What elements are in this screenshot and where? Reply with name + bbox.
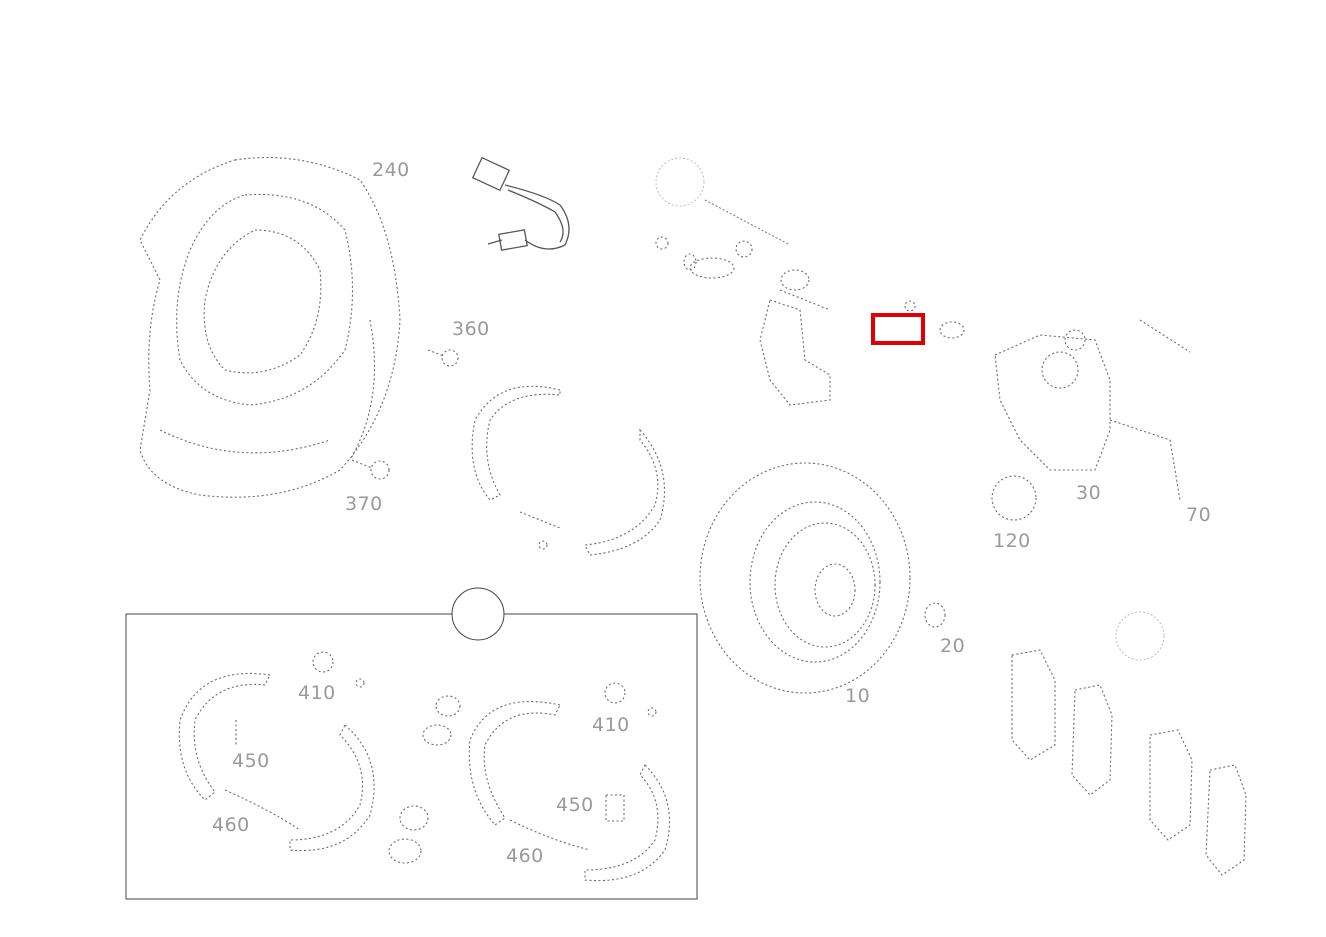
bolt-130[interactable] (655, 236, 669, 250)
brake-shoe-right[interactable] (468, 701, 671, 882)
parking-brake-shoe-lower[interactable] (584, 428, 666, 556)
brake-shoe-left[interactable] (178, 672, 375, 852)
svg-text:10: 10 (845, 685, 870, 707)
svg-text:460: 460 (506, 845, 544, 867)
svg-text:360: 360 (452, 318, 490, 340)
brake-disc[interactable] (699, 462, 911, 694)
spring-cap-420-left[interactable] (312, 651, 334, 673)
svg-text:450: 450 (556, 794, 594, 816)
svg-text:370: 370 (345, 493, 383, 515)
svg-text:30: 30 (1076, 482, 1101, 504)
svg-text:410: 410 (298, 682, 336, 704)
pin-430-right[interactable] (647, 707, 657, 717)
svg-text:240: 240 (372, 159, 410, 181)
guide-pin-150[interactable] (735, 240, 831, 311)
brake-pad-set[interactable] (1011, 649, 1247, 876)
svg-text:20: 20 (940, 635, 965, 657)
bolt-small-370[interactable] (351, 459, 390, 480)
callout-120 (655, 157, 705, 207)
callout-200 (1115, 611, 1165, 661)
carrier-bracket-160[interactable] (759, 299, 831, 406)
bolt-small-360[interactable] (427, 349, 459, 367)
cap-120b[interactable] (991, 475, 1037, 521)
spring-cap-420-right[interactable] (604, 682, 626, 704)
pin-430-left[interactable] (355, 678, 365, 688)
brake-caliper[interactable] (994, 329, 1181, 501)
svg-text:460: 460 (212, 814, 250, 836)
parking-brake-shoe-upper[interactable] (471, 385, 561, 501)
svg-text:70: 70 (1186, 504, 1211, 526)
bolt-50[interactable] (904, 300, 916, 312)
adjuster-510[interactable] (519, 511, 561, 550)
highlight-box (871, 313, 925, 345)
brake-wear-sensor[interactable] (471, 156, 570, 251)
svg-text:410: 410 (592, 714, 630, 736)
bushing-140[interactable] (683, 253, 735, 279)
svg-text:450: 450 (232, 750, 270, 772)
svg-text:120: 120 (993, 530, 1031, 552)
callout-400 (451, 587, 505, 641)
parking-brake-group-box (125, 613, 698, 900)
bleeder-80[interactable] (1139, 319, 1191, 353)
brake-backing-plate[interactable] (139, 156, 401, 498)
bolt-20[interactable] (924, 602, 946, 628)
washer-40[interactable] (939, 321, 965, 339)
hardware-middle[interactable] (388, 695, 461, 864)
